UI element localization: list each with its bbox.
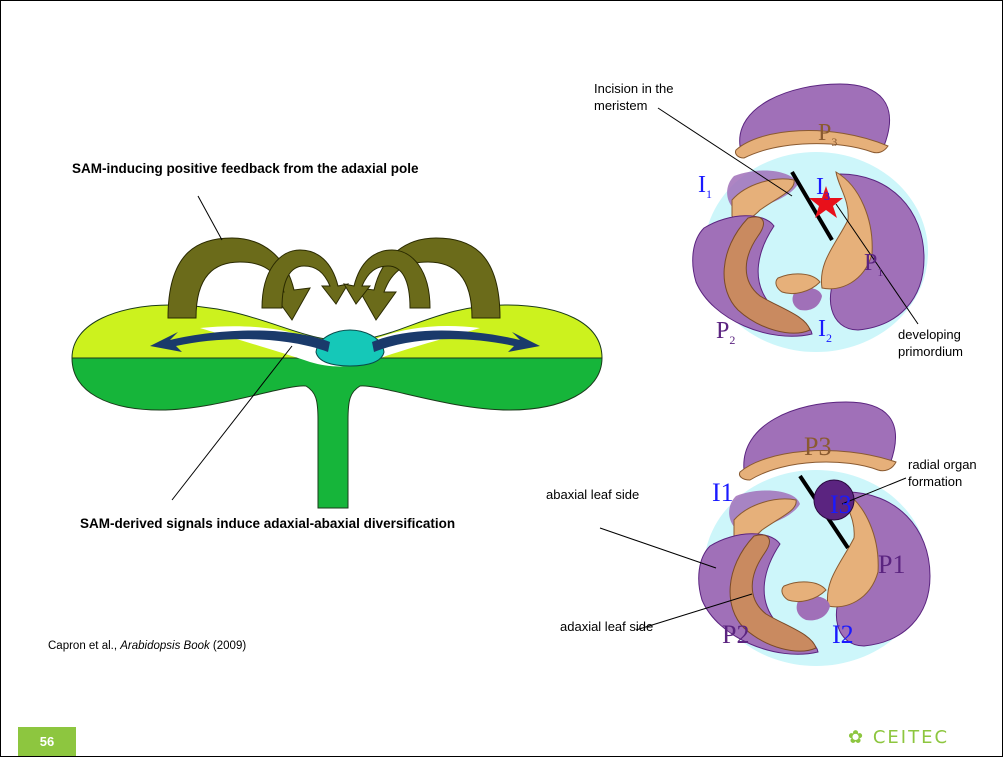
sam-diagram: [72, 196, 602, 508]
ceitec-logo-mark-icon: ✿: [848, 727, 865, 748]
P2-label-top: P2: [716, 318, 735, 348]
top-callout-line: [198, 196, 222, 240]
P1-label-top: P1: [864, 250, 883, 280]
ceitec-logo-text: CEITEC: [873, 727, 949, 748]
abaxial-side-label: abaxial leaf side: [546, 486, 646, 503]
top-meristem-diagram: [658, 84, 928, 352]
radial-organ-label: radial organ formation: [908, 456, 998, 490]
P3-label-bottom: P3: [804, 432, 831, 462]
I2-label-bottom: I2: [832, 620, 854, 650]
adaxial-side-label: adaxial leaf side: [560, 618, 660, 635]
I1-label-bottom: I1: [712, 478, 734, 508]
ceitec-logo: ✿ CEITEC: [848, 727, 949, 748]
developing-primordium-label: developing primordium: [898, 326, 990, 360]
P2-label-bottom: P2: [722, 620, 749, 650]
abaxial-lower-body: [72, 358, 602, 508]
page-number-badge: 56: [18, 727, 76, 756]
top-feedback-label: SAM-inducing positive feedback from the …: [72, 160, 442, 178]
I3-label-top: I3: [816, 174, 830, 204]
P3-label-top: P3: [818, 120, 837, 150]
bottom-signals-label: SAM-derived signals induce adaxial-abaxi…: [80, 515, 480, 533]
citation: Capron et al., Arabidopsis Book (2009): [48, 640, 246, 652]
P1-label-bottom: P1: [878, 550, 905, 580]
I1-label-top: I1: [698, 172, 712, 202]
abaxial-callout-line: [600, 528, 716, 568]
I3-label-bottom: I3: [830, 490, 852, 520]
I2-label-top: I2: [818, 316, 832, 346]
incision-label: Incision in the meristem: [594, 80, 714, 114]
olive-arrow-left-1: [168, 238, 310, 320]
